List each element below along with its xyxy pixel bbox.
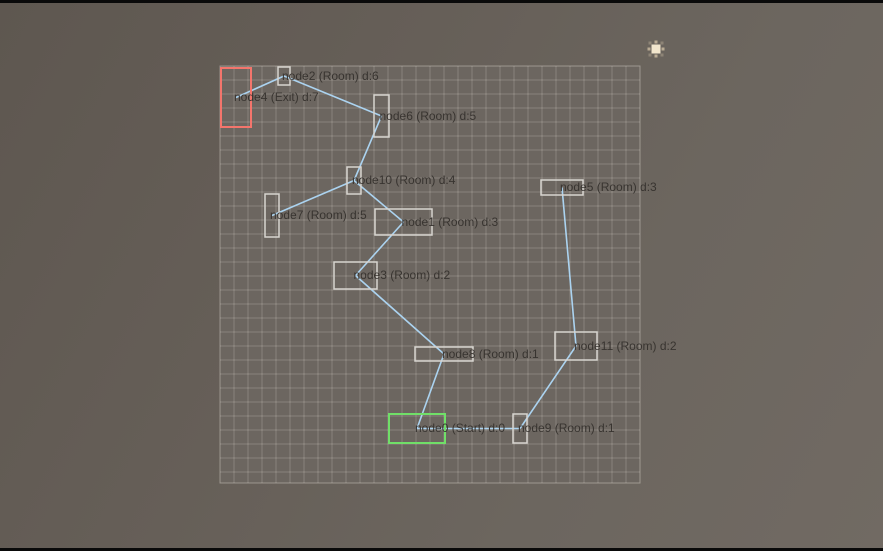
edge-node6-node10 [353, 115, 383, 181]
node-label-node8: node8 (Room) d:1 [442, 346, 539, 361]
edge-node11-node5 [561, 187, 577, 347]
node-label-node0: node0 (Start) d:0 [415, 421, 506, 435]
node-box-node7[interactable] [264, 193, 280, 238]
node-box-node3[interactable] [333, 261, 378, 290]
node-box-node6[interactable] [373, 94, 390, 138]
node-box-node2[interactable] [277, 66, 291, 86]
node-box-node0[interactable] [388, 413, 446, 444]
node-label-node7: node7 (Room) d:5 [270, 208, 367, 222]
node-label-node3: node3 (Room) d:2 [353, 268, 451, 282]
edge-node8-node0 [416, 353, 445, 429]
node-label-node2: node2 (Room) d:6 [282, 68, 379, 83]
edge-node10-node7 [271, 179, 355, 217]
edge-node1-node3 [354, 221, 405, 277]
node-label-node9: node9 (Room) d:1 [518, 421, 615, 435]
node-box-node11[interactable] [554, 331, 598, 361]
node-box-node8[interactable] [414, 346, 474, 362]
edge-node2-node6 [283, 75, 382, 117]
edge-node10-node1 [353, 179, 405, 223]
node-box-node4[interactable] [220, 67, 252, 128]
node-label-node10: node10 (Room) d:4 [352, 173, 456, 187]
directional-light-sun-icon[interactable] [647, 40, 665, 58]
node-label-node4: node4 (Exit) d:7 [234, 90, 319, 104]
node-label-node5: node5 (Room) d:3 [560, 180, 657, 194]
node-box-node5[interactable] [540, 179, 584, 196]
letterbox-bottom [0, 548, 883, 551]
node-label-node1: node1 (Room) d:3 [401, 214, 499, 229]
edge-node4-node2 [235, 75, 285, 99]
node-box-node9[interactable] [512, 413, 528, 444]
letterbox-top [0, 0, 883, 3]
node-label-node6: node6 (Room) d:5 [379, 108, 477, 123]
node-box-node10[interactable] [346, 166, 362, 195]
node-label-node11: node11 (Room) d:2 [574, 338, 677, 353]
node-box-node1[interactable] [374, 208, 433, 236]
